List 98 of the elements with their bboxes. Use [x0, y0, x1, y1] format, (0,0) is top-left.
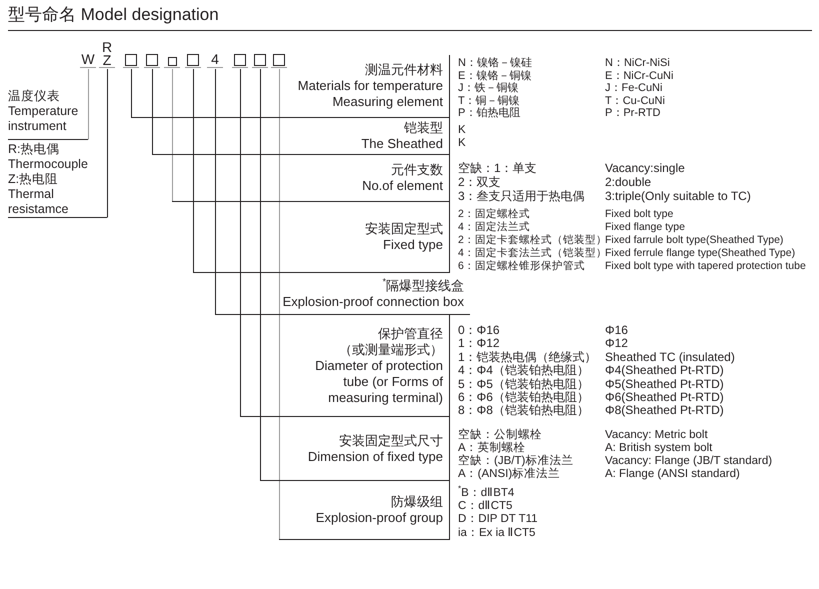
option-text: K: [458, 124, 466, 137]
option-text: Φ6(Sheathed Pt-RTD): [605, 391, 725, 404]
leader-line: [260, 68, 261, 481]
description-text: 安装固定型式尺寸: [339, 432, 443, 448]
option-text: Fixed flange type: [605, 221, 686, 234]
option-text: Vacancy: Metric bolt: [605, 429, 709, 442]
option-text: 4：固定法兰式: [458, 221, 530, 234]
description-panel: [8, 142, 107, 218]
description-text: No.of element: [362, 178, 443, 194]
option-text: T：Cu-CuNi: [605, 94, 666, 108]
description-panel: [131, 55, 450, 118]
description-text: Explosion-proof connection box: [282, 294, 464, 310]
description-text: Temperature instrument: [8, 104, 80, 134]
option-text: A: British system bolt: [605, 442, 714, 455]
description-text: R:热电偶: [8, 142, 60, 157]
description-text: Dimension of fixed type: [308, 448, 443, 464]
option-text: Fixed bolt type: [605, 208, 674, 221]
option-text: 空缺：公制螺栓: [458, 429, 542, 442]
option-text: Φ8(Sheathed Pt-RTD): [605, 404, 725, 418]
option-text: 5：Φ5（铠装铂热电阻）: [458, 378, 589, 391]
leader-line: [152, 68, 153, 155]
option-text: 2:double: [605, 175, 652, 189]
option-text: ia：Ex ia ⅡCT5: [458, 526, 536, 540]
description-panel: [172, 155, 450, 202]
option-text: J：铁－铜镍: [458, 82, 518, 95]
option-text: T：铜－铜镍: [458, 94, 520, 107]
description-panel: [279, 481, 450, 540]
code-letter: 4: [207, 52, 223, 68]
option-text: P：Pr-RTD: [605, 107, 662, 120]
description-text: 温度仪表: [8, 89, 60, 104]
option-text: D：DIP DT T11: [458, 513, 538, 527]
description-text: Fixed type: [383, 237, 443, 253]
description-panel: [260, 417, 450, 481]
option-text: $^{*}$B：dⅡBT4: [458, 487, 514, 500]
option-text: Φ16: [605, 324, 629, 338]
description-panel: [240, 315, 450, 417]
option-text: Sheathed TC (insulated): [605, 350, 736, 364]
description-text: 安装固定型式: [365, 221, 443, 237]
option-text: 空缺：(JB/T)标准法兰: [458, 455, 574, 468]
option-text: P：铂热电阻: [458, 107, 520, 120]
option-text: 8：Φ8（铠装铂热电阻）: [458, 404, 589, 418]
option-text: 2：固定卡套螺栓式（铠装型）: [458, 234, 607, 247]
description-text: 测温元件材料: [365, 62, 443, 78]
leader-line: [215, 68, 216, 315]
option-text: C：dⅡCT5: [458, 500, 512, 514]
description-text: 防爆级组: [391, 494, 443, 510]
description-panel: [152, 118, 450, 155]
leader-line: [279, 68, 280, 540]
option-text: Fixed bolt type with tapered protection tube: [605, 260, 807, 273]
option-text: 1：铠装热电偶（绝缘式）: [458, 350, 597, 364]
description-text: 保护管直径（或测量端形式）: [338, 326, 443, 358]
description-text: Z:热电阻: [8, 172, 58, 187]
option-text: Φ5(Sheathed Pt-RTD): [605, 378, 725, 391]
option-text: Vacancy: Flange (JB/T standard): [605, 455, 774, 468]
option-text: N：镍铬－镍硅: [458, 57, 532, 70]
option-text: 2：双支: [458, 175, 501, 189]
option-text: J：Fe-CuNi: [605, 82, 664, 95]
option-text: 空缺：1：单支: [458, 161, 537, 175]
code-letter: R Z: [99, 40, 115, 68]
option-text: Vacancy:single: [605, 161, 686, 175]
option-text: Fixed ferrule flange type(Sheathed Type): [605, 247, 796, 260]
option-text: 3:triple(Only suitable to TC): [605, 189, 752, 203]
code-letter: W: [80, 52, 96, 68]
leader-line: [88, 68, 89, 140]
title: 型号命名 Model designation: [8, 4, 219, 26]
description-text: Explosion-proof group: [316, 510, 443, 526]
option-text: K: [458, 137, 466, 150]
option-text: 6：Φ6（铠装铂热电阻）: [458, 391, 589, 404]
option-text: A：(ANSI)标准法兰: [458, 468, 560, 481]
description-text: The Sheathed: [361, 136, 443, 152]
option-text: 3：叁支只适用于热电偶: [458, 189, 585, 203]
description-text: 元件支数: [391, 162, 443, 178]
option-text: 0：Φ16: [458, 324, 500, 338]
description-text: Diameter of protection tube (or Forms of measuring terminal): [314, 358, 443, 406]
option-text: N：NiCr-NiSi: [605, 57, 671, 70]
option-text: 6：固定螺栓锥形保护管式: [458, 260, 585, 273]
option-text: A: Flange (ANSI standard): [605, 468, 741, 481]
option-text: 1：Φ12: [458, 337, 500, 351]
leader-line: [193, 68, 194, 273]
option-text: 2：固定螺栓式: [458, 208, 530, 221]
option-text: E：NiCr-CuNi: [605, 70, 674, 82]
option-text: 4：固定卡套法兰式（铠装型）: [458, 247, 607, 260]
leader-line: [107, 68, 108, 218]
option-text: E：镍铬－铜镍: [458, 70, 532, 82]
option-text: Fixed farrule bolt type(Sheathed Type): [605, 234, 784, 247]
option-text: Φ4(Sheathed Pt-RTD): [605, 364, 724, 378]
option-text: 4：Φ4（铠装铂热电阻）: [458, 364, 589, 378]
option-text: Φ12: [605, 337, 629, 351]
description-text: Thermal resistamce: [8, 187, 70, 217]
description-text: Materials for temperature Measuring element: [296, 78, 443, 110]
leader-line: [131, 68, 132, 118]
leader-line: [240, 68, 241, 417]
description-text: $^{*}$隔爆型接线盒: [382, 278, 464, 294]
description-text: 铠装型: [404, 120, 443, 136]
description-text: Thermocouple: [8, 157, 88, 172]
option-text: A：英制螺栓: [458, 442, 526, 454]
description-panel: [193, 202, 450, 273]
leader-line: [172, 68, 173, 202]
